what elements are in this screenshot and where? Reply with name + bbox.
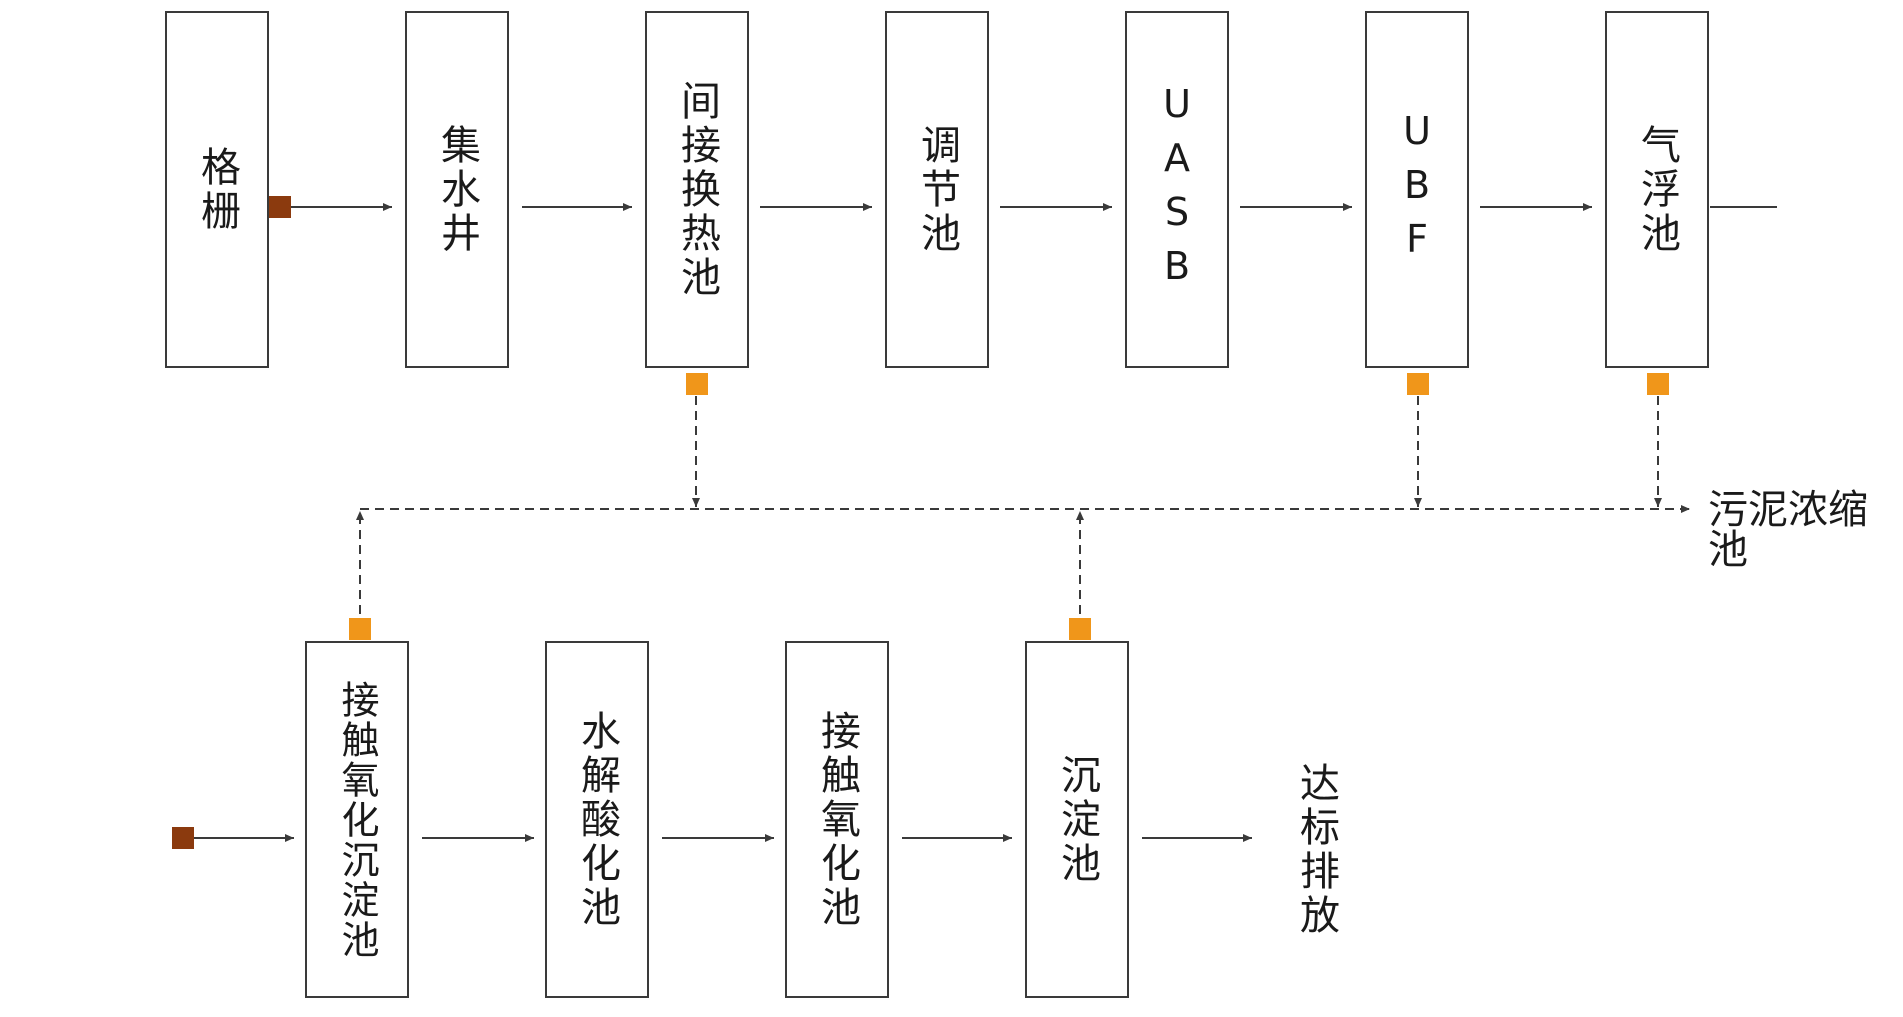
process-box-sedimentation: 沉淀池 xyxy=(1025,641,1129,998)
sludge-outlet-heat-exchange xyxy=(686,373,708,395)
process-box-ubf: UBF xyxy=(1365,11,1469,368)
process-box-label: UASB xyxy=(1155,81,1199,298)
process-box-label: 接触氧化池 xyxy=(814,709,860,930)
sludge-outlet-contact-sedimentation xyxy=(349,618,371,640)
process-box-label: 沉淀池 xyxy=(1054,753,1100,886)
process-box-bar-screen: 格栅 xyxy=(165,11,269,368)
process-box-equalization-tank: 调节池 xyxy=(885,11,989,368)
process-box-contact-oxidation: 接触氧化池 xyxy=(785,641,889,998)
sludge-outlet-ubf xyxy=(1407,373,1429,395)
process-box-label: 集水井 xyxy=(434,123,480,256)
process-box-label: 调节池 xyxy=(914,123,960,256)
process-box-collection-sump: 集水井 xyxy=(405,11,509,368)
sludge-outlet-flotation xyxy=(1647,373,1669,395)
sludge-outlet-sedimentation xyxy=(1069,618,1091,640)
process-box-uasb: UASB xyxy=(1125,11,1229,368)
process-box-label: 气浮池 xyxy=(1634,123,1680,256)
process-box-label: 格栅 xyxy=(194,145,240,234)
inlet-marker-bottom xyxy=(172,827,194,849)
process-box-label: UBF xyxy=(1395,108,1439,271)
sludge-thickener-label: 污泥浓缩池 xyxy=(1708,487,1868,573)
process-box-label: 水解酸化池 xyxy=(574,709,620,930)
process-box-label: 间接换热池 xyxy=(674,79,720,300)
process-box-air-flotation: 气浮池 xyxy=(1605,11,1709,368)
discharge-label: 达标排放 xyxy=(1293,762,1339,938)
process-box-label: 接触氧化沉淀池 xyxy=(335,679,379,960)
inlet-marker-top xyxy=(269,196,291,218)
process-box-contact-oxidation-sedimentation: 接触氧化沉淀池 xyxy=(305,641,409,998)
process-box-indirect-heat-exchange: 间接换热池 xyxy=(645,11,749,368)
process-box-hydrolysis-acidification: 水解酸化池 xyxy=(545,641,649,998)
